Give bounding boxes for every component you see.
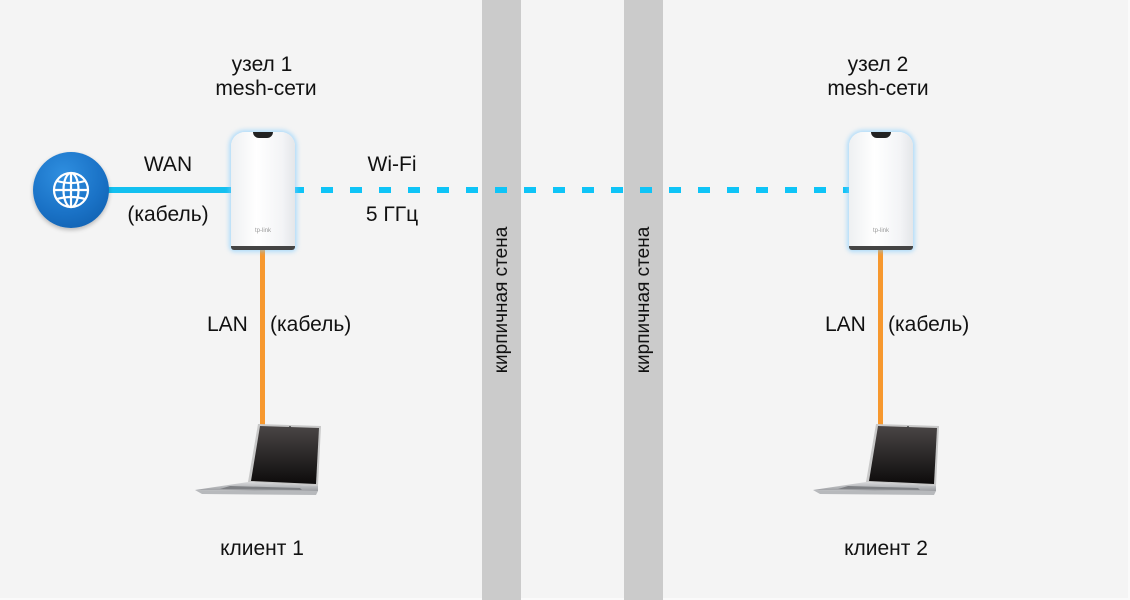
wifi-link bbox=[292, 187, 852, 193]
wifi-sublabel: 5 ГГц bbox=[365, 203, 419, 226]
lan-1-sublabel: (кабель) bbox=[270, 313, 352, 336]
node-brand-logo: tp-link bbox=[872, 228, 889, 234]
node-base bbox=[231, 246, 295, 250]
lan-2-sublabel: (кабель) bbox=[888, 313, 970, 336]
client-1-laptop bbox=[195, 424, 321, 495]
wall-label-1: кирпичная стена bbox=[490, 226, 512, 374]
client-2-label: клиент 2 bbox=[844, 537, 928, 560]
brick-wall-2: кирпичная стена bbox=[624, 0, 663, 600]
client-2-laptop bbox=[813, 424, 939, 495]
lan-cable-1 bbox=[260, 250, 265, 425]
node-1-title-line1: узел 1 bbox=[231, 53, 293, 76]
lan-2-label: LAN bbox=[825, 313, 866, 336]
lan-1-label: LAN bbox=[207, 313, 248, 336]
node-2-title-line2: mesh-сети bbox=[827, 77, 929, 100]
wan-cable bbox=[100, 187, 250, 193]
laptop-icon bbox=[813, 424, 939, 495]
node-base bbox=[849, 246, 913, 250]
mesh-node-1: tp-link bbox=[231, 132, 295, 250]
laptop-icon bbox=[195, 424, 321, 495]
wan-sublabel: (кабель) bbox=[127, 203, 209, 226]
mesh-node-2: tp-link bbox=[849, 132, 913, 250]
brick-wall-1: кирпичная стена bbox=[482, 0, 521, 600]
internet-globe bbox=[33, 152, 109, 228]
wifi-label: Wi-Fi bbox=[367, 153, 417, 176]
lan-cable-2 bbox=[878, 250, 883, 425]
globe-icon bbox=[52, 171, 90, 209]
wan-label: WAN bbox=[143, 153, 193, 176]
node-led-icon bbox=[253, 132, 273, 138]
node-led-icon bbox=[871, 132, 891, 138]
client-1-label: клиент 1 bbox=[220, 537, 304, 560]
wall-label-2: кирпичная стена bbox=[632, 226, 654, 374]
node-1-title-line2: mesh-сети bbox=[215, 77, 317, 100]
node-brand-logo: tp-link bbox=[254, 228, 271, 234]
node-2-title-line1: узел 2 bbox=[847, 53, 909, 76]
